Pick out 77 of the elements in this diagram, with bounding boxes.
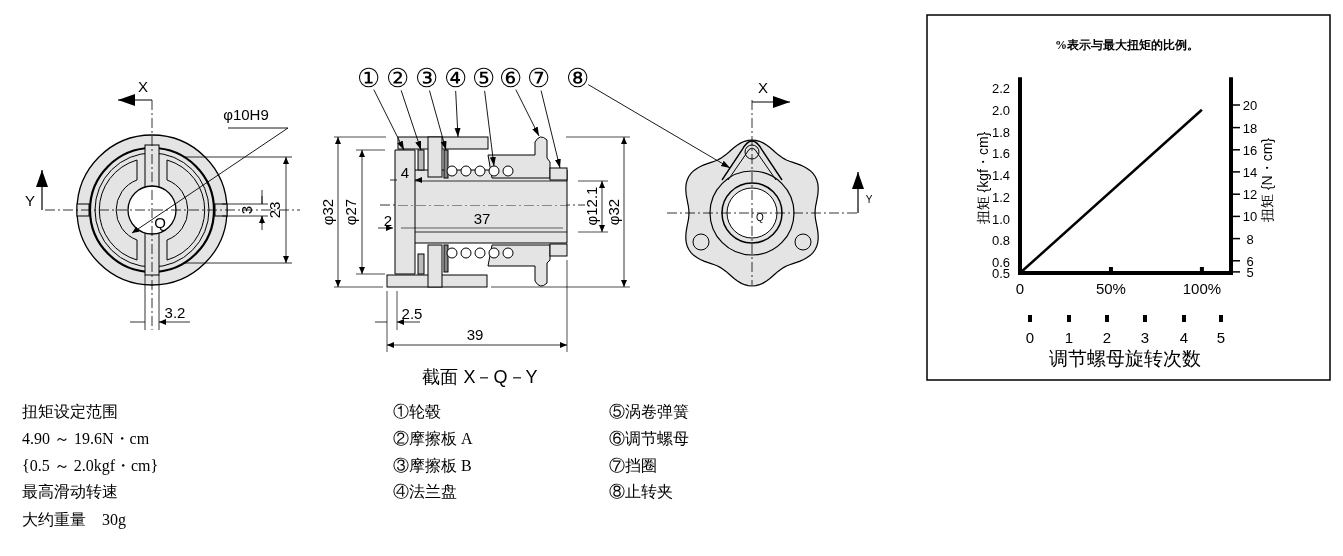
dimension-label: φ32 bbox=[605, 198, 621, 226]
dimension-label: 3 bbox=[238, 205, 254, 215]
tick-label: 5 bbox=[1216, 329, 1226, 345]
part-list-item: ⑦挡圈 bbox=[609, 458, 657, 474]
tick-label: 8 bbox=[1246, 232, 1254, 246]
dimension-label: 3.2 bbox=[164, 304, 186, 320]
spec-text: 最高滑动转速 bbox=[22, 484, 118, 500]
callout-number: ⑤ bbox=[471, 65, 495, 91]
callout-number: ⑥ bbox=[498, 65, 522, 91]
part-list-item: ②摩擦板 A bbox=[393, 431, 473, 447]
tick-label: 6 bbox=[1246, 254, 1254, 268]
tick-label: 5 bbox=[1246, 265, 1254, 279]
part-list-item: ①轮毂 bbox=[393, 404, 441, 420]
tick-label: 2.0 bbox=[991, 103, 1011, 117]
tick-label: 2 bbox=[1102, 329, 1112, 345]
tick-label: 0.8 bbox=[991, 233, 1011, 247]
section-caption: 截面 X－Q－Y bbox=[422, 368, 538, 386]
part-list-item: ⑥调节螺母 bbox=[609, 431, 689, 447]
callout-number: ② bbox=[385, 65, 409, 91]
part-list-item: ⑤涡卷弹簧 bbox=[609, 404, 689, 420]
chart-title: %表示与最大扭矩的比例。 bbox=[1055, 39, 1199, 51]
tick-label: 0.5 bbox=[991, 266, 1011, 280]
tick-label: 10 bbox=[1242, 209, 1258, 223]
tick-label: 20 bbox=[1242, 98, 1258, 112]
tick-label: 1 bbox=[1064, 329, 1074, 345]
dimension-label: φ12.1 bbox=[583, 186, 599, 226]
tick-label: 3 bbox=[1140, 329, 1150, 345]
tick-label: 0 bbox=[1025, 329, 1035, 345]
tick-label: 12 bbox=[1242, 187, 1258, 201]
tick-label: 100% bbox=[1182, 280, 1222, 296]
callout-number: ① bbox=[356, 65, 380, 91]
tick-label: 50% bbox=[1095, 280, 1126, 296]
part-list-item: ③摩擦板 B bbox=[393, 458, 472, 474]
anti-rotation-clip bbox=[721, 140, 783, 181]
view-label: Q bbox=[154, 214, 166, 230]
tick-label: 18 bbox=[1242, 121, 1258, 135]
dimension-label: 2 bbox=[383, 212, 393, 228]
axis-letter: Y bbox=[865, 195, 873, 205]
dimension-label: 37 bbox=[473, 210, 491, 226]
spec-text: 大约重量 30g bbox=[22, 512, 126, 528]
tick-label: 16 bbox=[1242, 143, 1258, 157]
axis-title: 扭矩 {kgf・cm} bbox=[976, 131, 990, 225]
dimension-label: 23 bbox=[266, 201, 282, 219]
axis-letter: X bbox=[138, 78, 148, 94]
dimension-label: φ10H9 bbox=[223, 106, 269, 122]
tick-label: 1.2 bbox=[991, 190, 1011, 204]
tick-label: 0.6 bbox=[991, 255, 1011, 269]
tick-label: 0 bbox=[1015, 280, 1025, 296]
part-list-item: ④法兰盘 bbox=[393, 484, 457, 500]
spec-text: {0.5 ～ 2.0kgf・cm} bbox=[22, 458, 159, 474]
tick-label: 1.4 bbox=[991, 168, 1011, 182]
axis-title: 调节螺母旋转次数 bbox=[1049, 348, 1201, 368]
tick-label: 14 bbox=[1242, 165, 1258, 179]
spec-text: 4.90 ～ 19.6N・cm bbox=[22, 431, 150, 447]
adjusting-nut bbox=[487, 136, 551, 179]
axis-letter: X bbox=[758, 79, 768, 95]
dimension-label: φ32 bbox=[319, 198, 335, 226]
flange-part bbox=[397, 136, 489, 178]
tick-label: 1.6 bbox=[991, 146, 1011, 160]
tick-label: 1.8 bbox=[991, 125, 1011, 139]
tick-label: 4 bbox=[1179, 329, 1189, 345]
coil-spring bbox=[446, 165, 514, 177]
dimension-label: φ27 bbox=[342, 198, 358, 226]
dimension-label: 2.5 bbox=[401, 305, 423, 321]
dimension-label: 4 bbox=[400, 164, 410, 180]
callout-number: ③ bbox=[414, 65, 438, 91]
part-list-item: ⑧止转夹 bbox=[609, 484, 673, 500]
spec-text: 扭矩设定范围 bbox=[22, 404, 118, 420]
view-label: Q bbox=[756, 213, 764, 223]
callout-number: ④ bbox=[443, 65, 467, 91]
tick-label: 2.2 bbox=[991, 81, 1011, 95]
axis-title: 扭矩 {N・cm} bbox=[1260, 138, 1274, 222]
dimension-label: 39 bbox=[466, 326, 484, 342]
axis-letter: Y bbox=[25, 192, 35, 208]
callout-number: ⑧ bbox=[565, 65, 589, 91]
tick-label: 1.0 bbox=[991, 212, 1011, 226]
callout-number: ⑦ bbox=[526, 65, 550, 91]
